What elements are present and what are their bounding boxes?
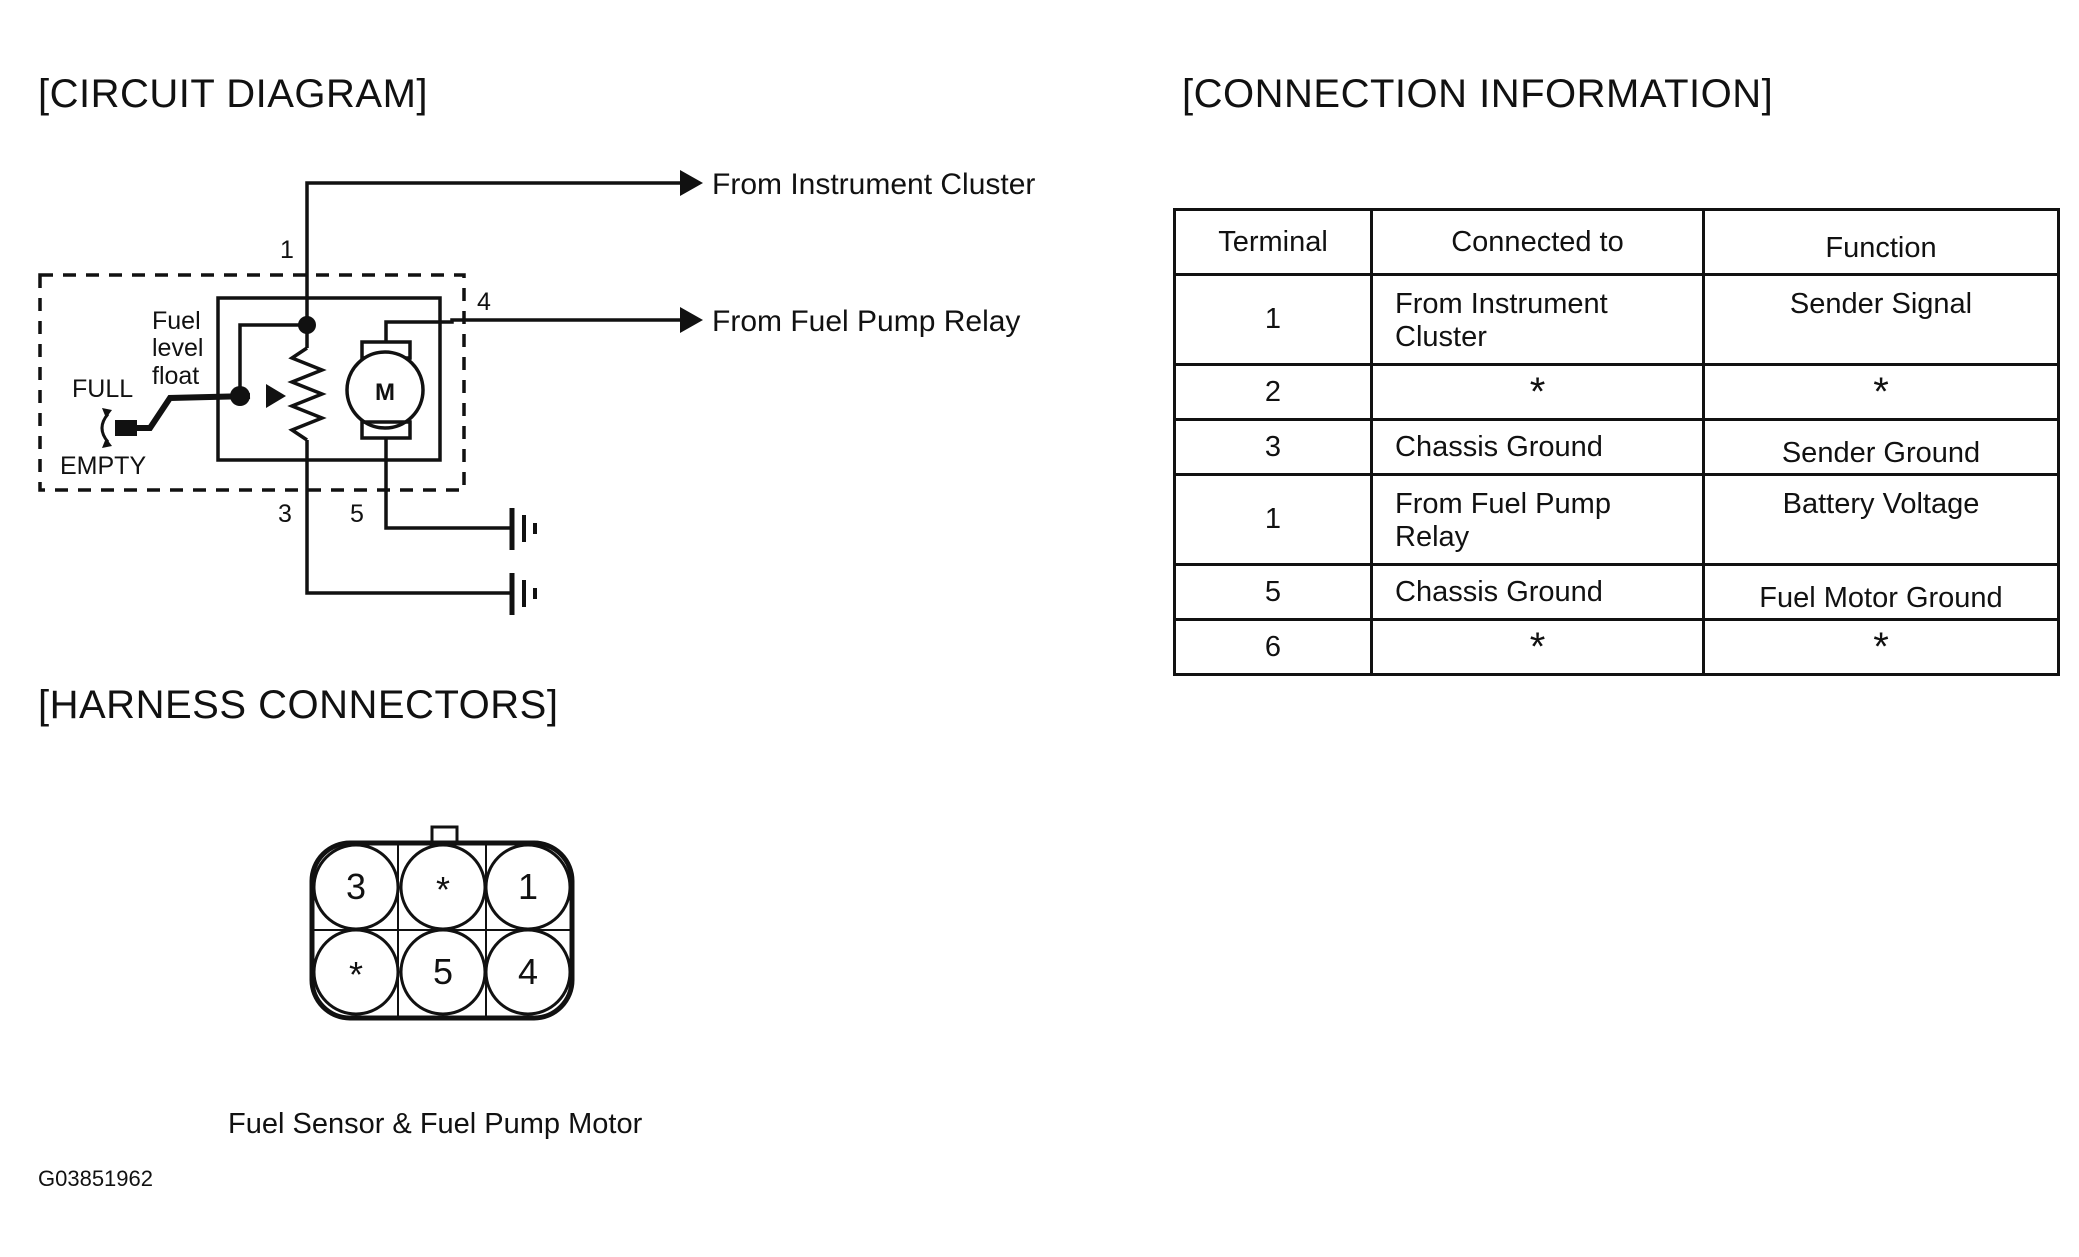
table-row: 2 * * — [1173, 363, 2060, 421]
pin-label-1: 1 — [280, 236, 294, 264]
label-from-cluster: From Instrument Cluster — [712, 168, 1035, 201]
terminal-cell: 1 — [1173, 273, 1373, 366]
header-function: Function — [1702, 208, 2060, 276]
arrow-cluster — [680, 170, 703, 196]
terminal-cell: 3 — [1173, 418, 1373, 476]
pin-label: 4 — [518, 951, 538, 992]
pin-circle — [484, 928, 572, 1016]
label-fuel: Fuel — [152, 307, 201, 335]
ground-symbol-sender — [509, 573, 537, 615]
variable-resistor — [287, 346, 327, 442]
pin-label: 1 — [518, 866, 538, 907]
connected-cell: Chassis Ground — [1370, 418, 1705, 476]
circuit-diagram-heading: [CIRCUIT DIAGRAM] — [38, 72, 429, 116]
function-cell: Sender Signal — [1702, 273, 2060, 366]
harness-connector: 3 * 1 * 5 4 — [309, 825, 575, 1021]
wire-pin3 — [305, 440, 512, 595]
header-connected: Connected to — [1370, 208, 1705, 276]
wire-pin1 — [305, 181, 680, 325]
table-row: 6 * * — [1173, 618, 2060, 676]
figure-id: G03851962 — [38, 1166, 153, 1191]
connected-cell: * — [1370, 363, 1705, 421]
sender-unit-boundary — [38, 273, 466, 492]
function-cell: Sender Ground — [1702, 418, 2060, 476]
function-cell: * — [1702, 363, 2060, 421]
ground-symbol-motor — [509, 508, 537, 550]
connection-info-heading: [CONNECTION INFORMATION] — [1182, 72, 1774, 116]
motor-circle — [345, 350, 425, 430]
wiper-arrow — [266, 384, 286, 408]
wire-pin5 — [384, 438, 512, 530]
header-terminal: Terminal — [1173, 208, 1373, 276]
table-row: 5 Chassis Ground Fuel Motor Ground — [1173, 563, 2060, 621]
label-empty: EMPTY — [60, 452, 146, 480]
table-row: 3 Chassis Ground Sender Ground — [1173, 418, 2060, 476]
wire-pin4 — [384, 318, 680, 342]
label-level: level — [152, 334, 203, 362]
float-arm — [126, 393, 251, 431]
function-cell: Battery Voltage — [1702, 473, 2060, 566]
float-travel-icon — [100, 413, 110, 443]
sender-assembly-box — [216, 296, 442, 462]
terminal-cell: 5 — [1173, 563, 1373, 621]
pin-label: * — [349, 954, 363, 995]
connection-table: Terminal Connected to Function 1 From In… — [1173, 208, 2060, 676]
connected-cell: * — [1370, 618, 1705, 676]
label-float: float — [152, 362, 199, 390]
float-pivot-dot — [230, 386, 250, 406]
terminal-cell: 1 — [1173, 473, 1373, 566]
pin-label-3: 3 — [278, 500, 292, 528]
pin-label-4: 4 — [477, 288, 491, 316]
pin-label-5: 5 — [350, 500, 364, 528]
function-cell: * — [1702, 618, 2060, 676]
pin-label: * — [436, 869, 450, 910]
table-header-row: Terminal Connected to Function — [1173, 208, 2060, 276]
label-full: FULL — [72, 375, 133, 403]
terminal-cell: 2 — [1173, 363, 1373, 421]
pin-label: 3 — [346, 866, 366, 907]
pin-label: 5 — [433, 951, 453, 992]
harness-connectors-heading: [HARNESS CONNECTORS] — [38, 683, 559, 727]
connector-caption: Fuel Sensor & Fuel Pump Motor — [228, 1108, 643, 1140]
terminal-cell: 6 — [1173, 618, 1373, 676]
pin-circle — [312, 928, 400, 1016]
function-cell: Fuel Motor Ground — [1702, 563, 2060, 621]
junction-dot — [298, 316, 316, 334]
label-from-relay: From Fuel Pump Relay — [712, 305, 1020, 338]
motor-label: M — [375, 379, 395, 406]
float-body — [115, 420, 137, 436]
arrow-relay — [680, 307, 703, 333]
connected-cell: Chassis Ground — [1370, 563, 1705, 621]
